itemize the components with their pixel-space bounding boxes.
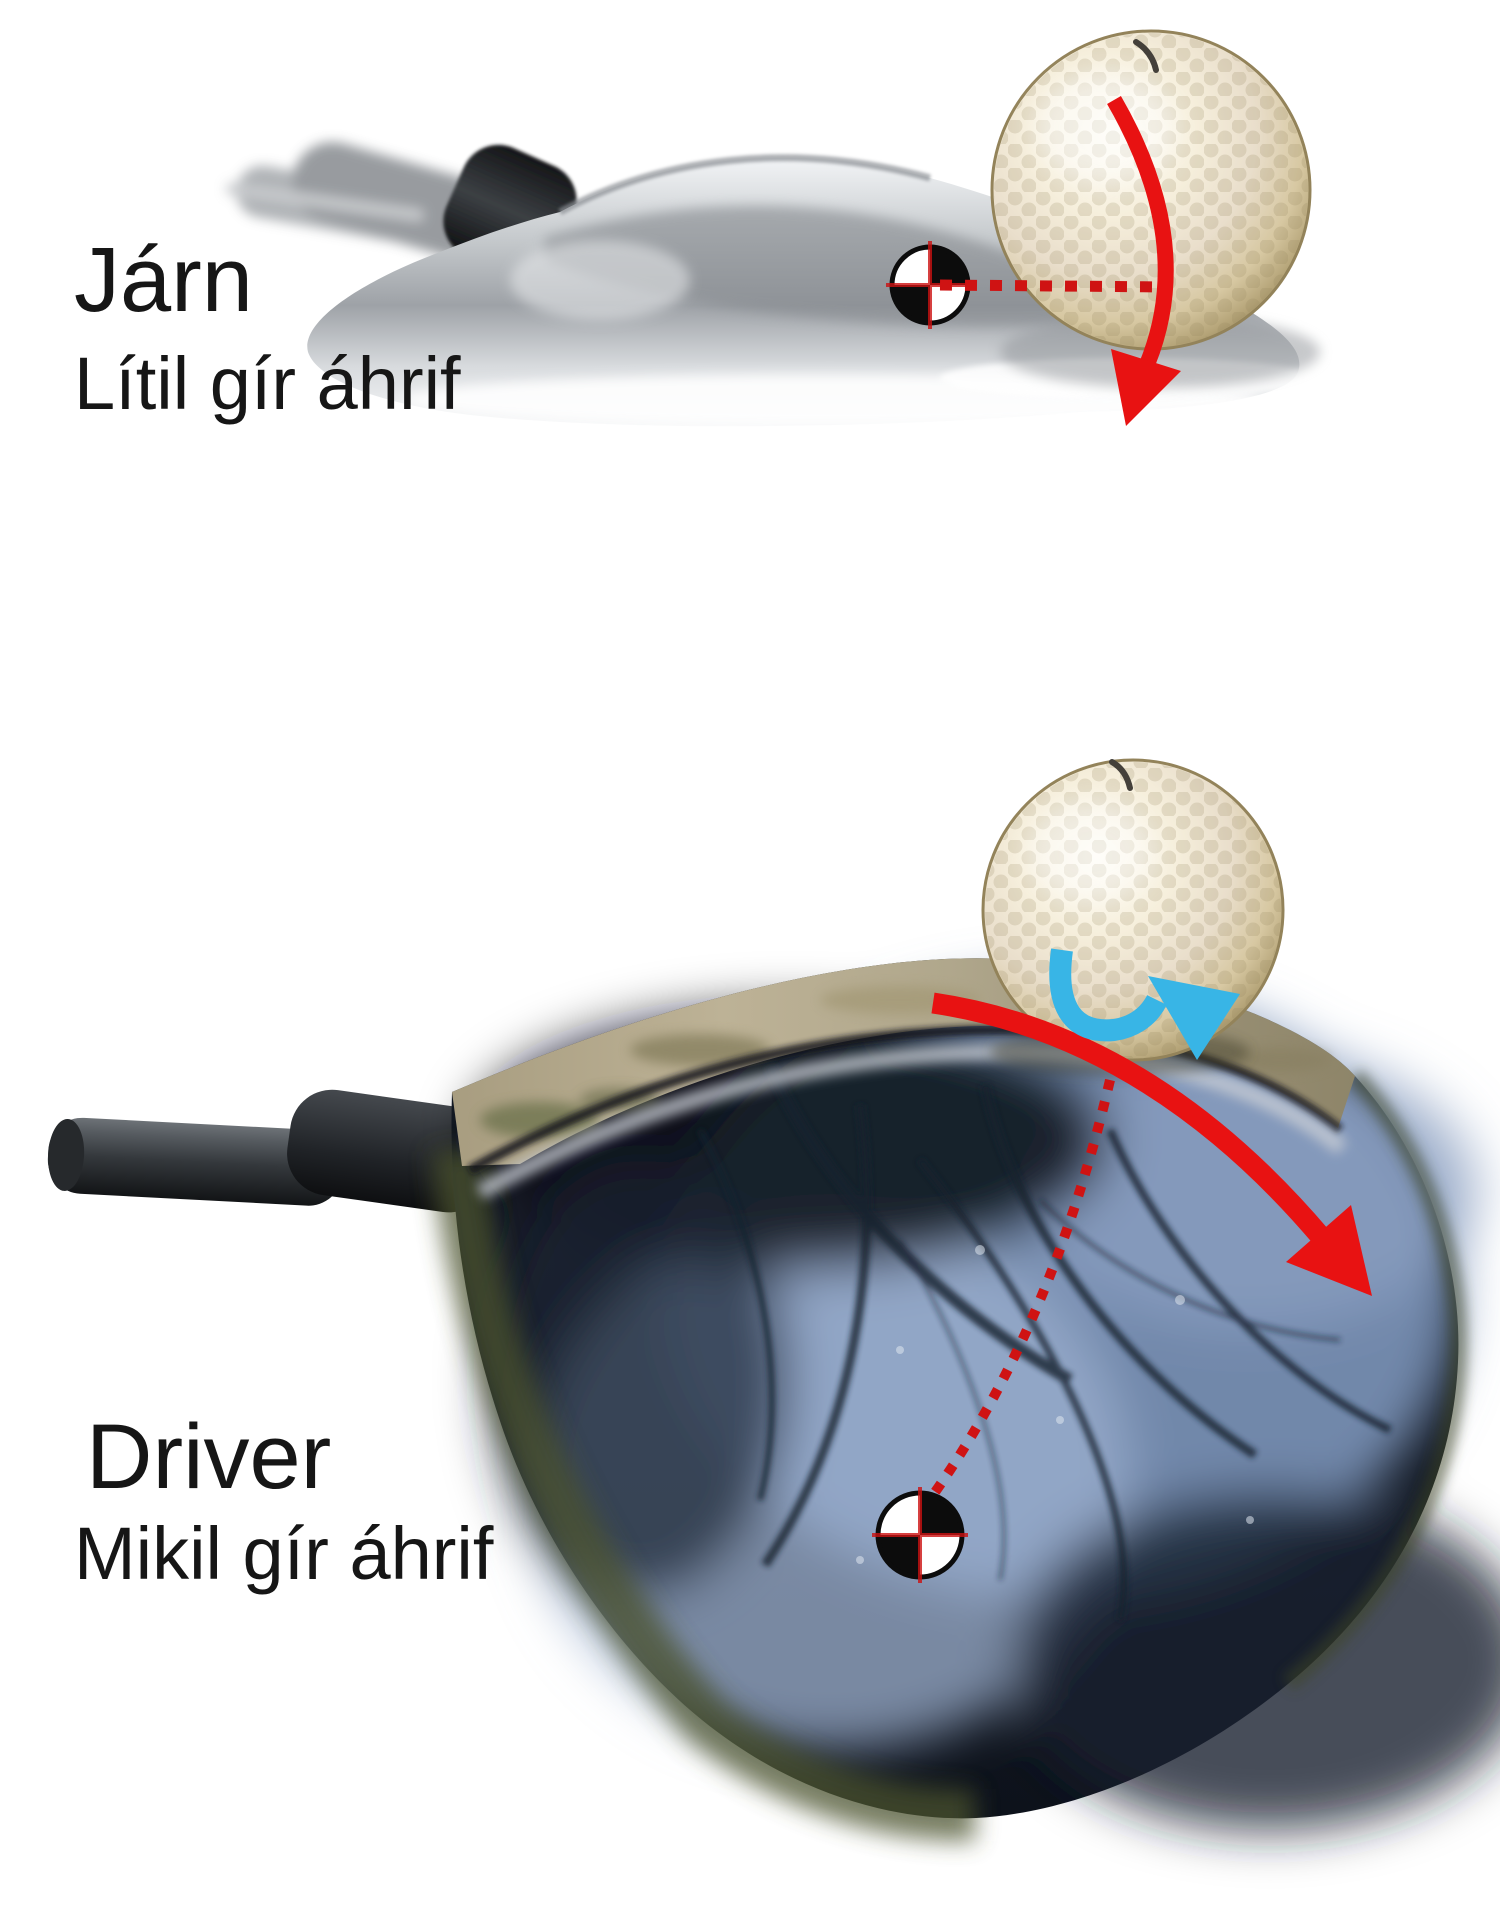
driver-photo [47,758,1500,1842]
iron-red-arrow [1107,96,1181,426]
iron-heading: Járn [74,229,253,331]
cg-marker-icon [872,1487,968,1583]
driver-subtitle: Mikil gír áhrif [74,1512,494,1595]
driver-heading: Driver [86,1406,332,1508]
iron-photo [225,29,1320,427]
driver-red-arrow [931,992,1372,1296]
driver-clubhead [432,958,1500,1842]
branch-reflections [697,1062,1392,1621]
cg-marker-icon [886,241,974,329]
driver-cg-dotted-line [923,1078,1115,1505]
driver-blue-spin-arrow [1049,948,1240,1060]
driver-shaft [47,1117,343,1206]
iron-subtitle: Lítil gír áhrif [74,342,461,425]
